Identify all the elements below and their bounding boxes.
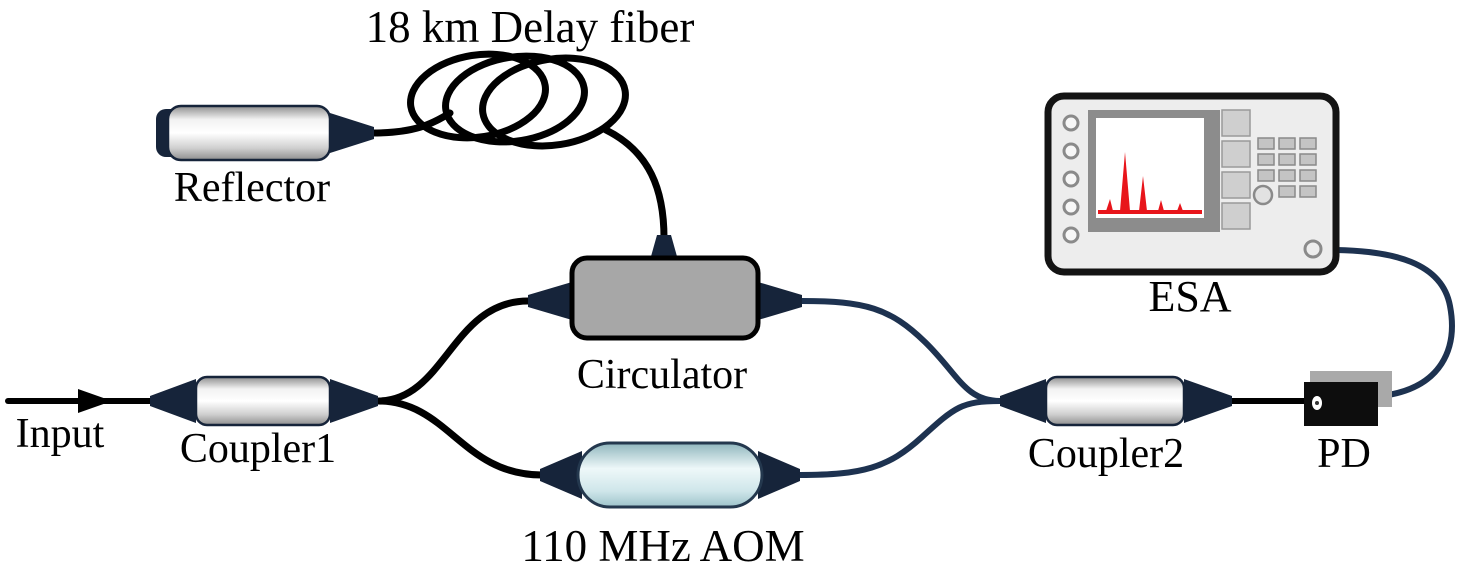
- aom-left-taper: [540, 451, 582, 499]
- esa-softkey: [1221, 202, 1251, 230]
- label-coupler1: Coupler1: [180, 426, 336, 472]
- coupler1-right-taper: [330, 379, 378, 423]
- esa-softkey: [1221, 171, 1251, 199]
- label-delay-fiber: 18 km Delay fiber: [366, 2, 695, 52]
- esa-softkeys: [1221, 109, 1251, 230]
- circulator-body: [569, 255, 761, 341]
- fibers: [5, 50, 1455, 479]
- esa-knob: [1062, 226, 1080, 244]
- cable-circulator-to-coupler2: [799, 298, 1003, 404]
- aom-component: [540, 441, 800, 509]
- coupler1-body: [194, 375, 332, 427]
- delay-fiber-coil: [407, 50, 629, 150]
- esa-key: [1278, 185, 1296, 198]
- label-esa: ESA: [1148, 272, 1231, 321]
- esa-dial: [1252, 184, 1274, 206]
- esa-keypad: [1257, 137, 1317, 198]
- esa-key: [1299, 169, 1317, 182]
- label-input: Input: [16, 411, 105, 457]
- coil-loop: [407, 50, 549, 142]
- esa-key: [1299, 185, 1317, 198]
- esa-key: [1257, 137, 1275, 150]
- fiber-coupler1-to-aom: [374, 397, 546, 479]
- esa-key: [1257, 153, 1275, 166]
- esa-power-button: [1303, 239, 1323, 259]
- esa-knob: [1062, 198, 1080, 216]
- esa-knob: [1062, 114, 1080, 132]
- circulator-top-port: [650, 235, 678, 260]
- label-pd: PD: [1317, 431, 1371, 477]
- coupler1-component: [150, 375, 378, 427]
- coupler1-left-taper: [150, 379, 196, 423]
- input-arrowhead: [78, 389, 112, 413]
- aom-body: [576, 441, 764, 509]
- reflector-component: [156, 104, 374, 162]
- coupler2-component: [1000, 375, 1232, 427]
- esa-softkey: [1221, 109, 1251, 137]
- circulator-left-port: [528, 282, 572, 320]
- esa-key: [1278, 169, 1296, 182]
- esa-knob: [1062, 170, 1080, 188]
- fiber-coupler1-to-circulator: [374, 297, 532, 405]
- circulator-component: [528, 235, 802, 341]
- label-circulator: Circulator: [577, 352, 747, 398]
- esa-key: [1278, 153, 1296, 166]
- esa-key: [1257, 169, 1275, 182]
- label-aom: 110 MHz AOM: [521, 521, 804, 571]
- labels: 18 km Delay fiber Reflector Circulator I…: [16, 2, 1371, 571]
- esa-key: [1299, 153, 1317, 166]
- coil-loop: [442, 52, 588, 146]
- cable-aom-to-coupler2: [797, 398, 1003, 478]
- aom-right-taper: [758, 451, 800, 499]
- coupler2-right-taper: [1184, 379, 1232, 423]
- coupler2-left-taper: [1000, 379, 1046, 423]
- pd-component: [1304, 371, 1392, 426]
- esa-key: [1278, 137, 1296, 150]
- cable-pd-to-esa: [1333, 247, 1455, 399]
- esa-screen: [1096, 118, 1204, 218]
- label-coupler2: Coupler2: [1028, 431, 1184, 477]
- esa-key: [1299, 137, 1317, 150]
- label-reflector: Reflector: [174, 165, 330, 211]
- coupler2-body: [1044, 375, 1186, 427]
- reflector-body: [166, 104, 332, 162]
- esa-knob: [1062, 142, 1080, 160]
- esa-spectrum-trace: [1098, 152, 1202, 211]
- reflector-ferrule: [330, 113, 374, 153]
- esa-knob-column: [1062, 114, 1080, 244]
- esa-softkey: [1221, 140, 1251, 168]
- circulator-right-port: [758, 282, 802, 320]
- pd-aperture-core: [1315, 401, 1319, 405]
- fiber-coil-to-circulator: [602, 126, 668, 242]
- esa-component: [1044, 92, 1340, 276]
- coil-loop: [479, 54, 629, 150]
